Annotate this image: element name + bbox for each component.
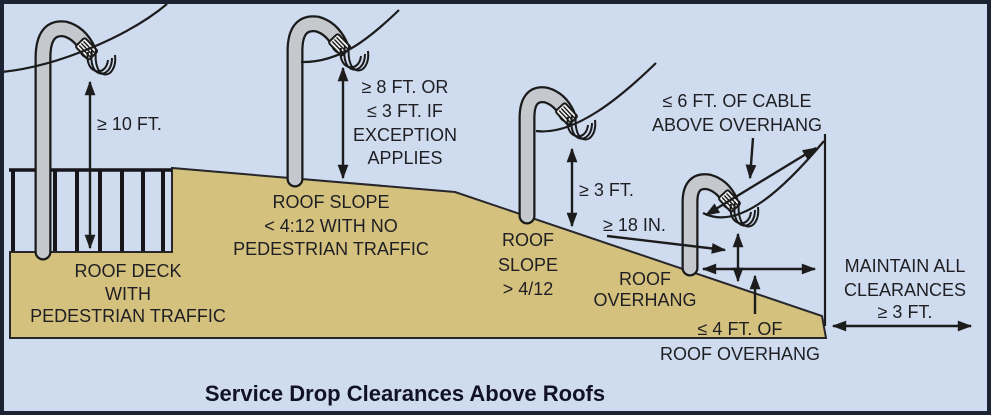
label-roof-deck: PEDESTRIAN TRAFFIC bbox=[30, 306, 226, 326]
label-roof-overhang: OVERHANG bbox=[593, 290, 696, 310]
label-8ft-exception: APPLIES bbox=[367, 148, 442, 168]
label-maintain-clearances: ≥ 3 FT. bbox=[878, 302, 933, 322]
label-18in-clearance: ≥ 18 IN. bbox=[603, 215, 666, 235]
label-steep-slope-roof: SLOPE bbox=[498, 255, 558, 275]
diagram-title: Service Drop Clearances Above Roofs bbox=[205, 381, 605, 406]
service-drop-cable-2 bbox=[300, 9, 400, 64]
label-4ft-overhang: ≤ 4 FT. OF bbox=[698, 319, 783, 339]
service-mast-2 bbox=[286, 15, 370, 188]
label-roof-deck: WITH bbox=[105, 284, 151, 304]
label-low-slope-roof: < 4:12 WITH NO bbox=[264, 216, 398, 236]
label-maintain-clearances: CLEARANCES bbox=[844, 280, 966, 300]
label-8ft-exception: ≤ 3 FT. IF bbox=[367, 101, 443, 121]
leader-cable-overhang-label bbox=[745, 137, 757, 180]
leader-18in-label bbox=[606, 234, 727, 254]
dimension-arrows bbox=[84, 66, 973, 332]
drip-loop-1 bbox=[94, 48, 117, 76]
service-drop-cable-1 bbox=[1, 3, 168, 74]
arrow-6ft-cable-span bbox=[704, 146, 818, 217]
label-steep-slope-roof: > 4/12 bbox=[503, 279, 554, 299]
label-maintain-clearances: MAINTAIN ALL bbox=[845, 256, 966, 276]
label-8ft-exception: EXCEPTION bbox=[353, 125, 457, 145]
service-mast-3 bbox=[518, 86, 597, 225]
label-steep-slope-roof: ROOF bbox=[502, 230, 554, 250]
label-3ft-clearance: ≥ 3 FT. bbox=[579, 180, 634, 200]
label-10ft-clearance: ≥ 10 FT. bbox=[97, 114, 162, 134]
service-drop-cable-3 bbox=[535, 62, 657, 133]
service-mast-1 bbox=[34, 20, 117, 261]
label-roof-overhang: ROOF bbox=[619, 269, 671, 289]
drip-loop-2 bbox=[347, 44, 370, 72]
label-cable-above-overhang: ≤ 6 FT. OF CABLE bbox=[663, 91, 812, 111]
label-4ft-overhang: ROOF OVERHANG bbox=[660, 344, 820, 364]
label-roof-deck: ROOF DECK bbox=[74, 261, 181, 281]
label-low-slope-roof: ROOF SLOPE bbox=[272, 192, 389, 212]
label-8ft-exception: ≥ 8 FT. OR bbox=[362, 77, 449, 97]
label-cable-above-overhang: ABOVE OVERHANG bbox=[652, 115, 822, 135]
label-low-slope-roof: PEDESTRIAN TRAFFIC bbox=[233, 239, 429, 259]
